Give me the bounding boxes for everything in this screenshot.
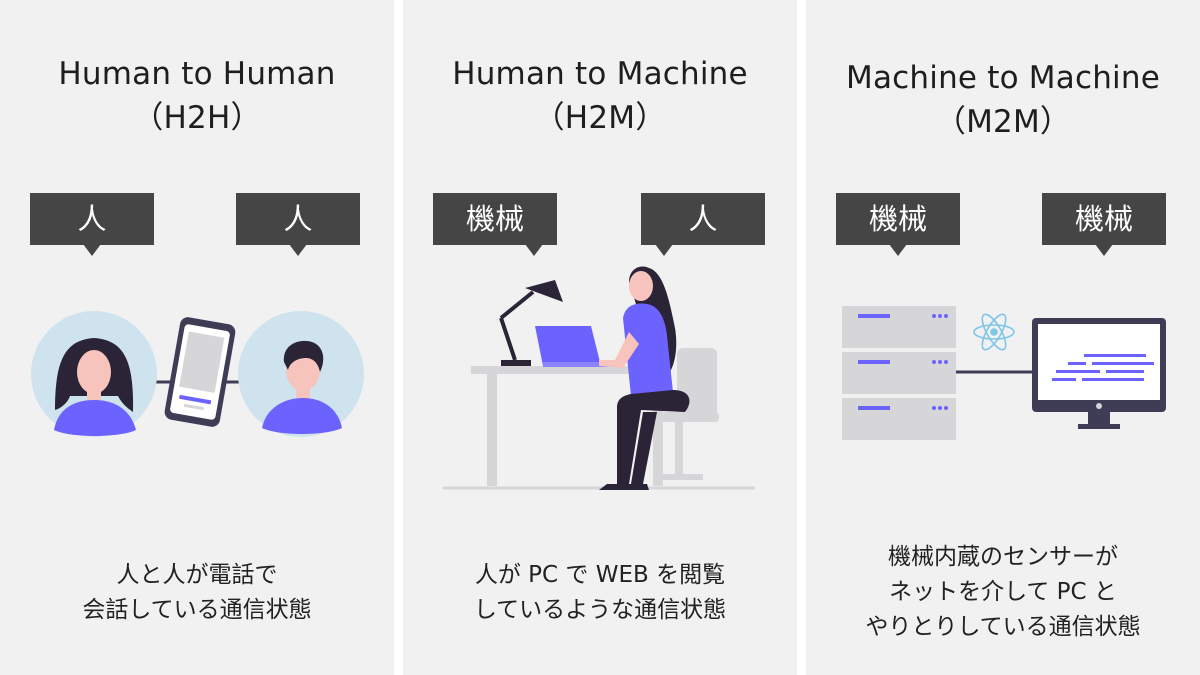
panel-title: Machine to Machine （M2M）: [806, 56, 1200, 144]
panel-title: Human to Human （H2H）: [0, 52, 394, 140]
panel-caption: 人と人が電話で 会話している通信状態: [0, 558, 394, 628]
panel-m2m: Machine to Machine （M2M） 機械 機械: [806, 0, 1200, 675]
caption-line: ネットを介して PC と: [889, 579, 1117, 605]
man-avatar-icon: [238, 311, 364, 437]
monitor-icon: [1032, 318, 1166, 429]
bubble-right: 人: [641, 193, 765, 256]
title-line2: （M2M）: [934, 104, 1072, 140]
caption-line: 人と人が電話で: [116, 562, 278, 588]
woman-avatar-icon: [31, 311, 157, 437]
server-rack-icon: [842, 306, 956, 440]
bubble-right: 人: [236, 193, 360, 256]
title-line1: Human to Human: [58, 56, 336, 92]
m2m-illustration: [842, 306, 1166, 440]
bubble-right: 機械: [1042, 193, 1166, 256]
panel-title: Human to Machine （H2M）: [403, 52, 797, 140]
h2h-illustration: [31, 311, 364, 437]
title-line2: （H2H）: [132, 100, 262, 136]
title-line1: Human to Machine: [452, 56, 748, 92]
caption-line: 会話している通信状態: [82, 597, 312, 623]
panel-h2h: Human to Human （H2H） 人 人: [0, 0, 394, 675]
bubble-left: 機械: [836, 193, 960, 256]
caption-line: しているような通信状態: [473, 597, 727, 623]
woman-at-desk-icon: [599, 266, 690, 490]
caption-line: 人が PC で WEB を閲覧: [474, 562, 726, 588]
laptop-icon: [535, 326, 615, 367]
caption-line: 機械内蔵のセンサーが: [888, 544, 1118, 570]
desk-lamp-icon: [499, 280, 563, 366]
smartphone-icon: [164, 317, 236, 427]
atom-icon: [973, 313, 1015, 351]
panel-h2m: Human to Machine （H2M） 機械 人: [403, 0, 797, 675]
bubble-left: 人: [30, 193, 154, 256]
title-line2: （H2M）: [533, 100, 667, 136]
panel-caption: 機械内蔵のセンサーが ネットを介して PC と やりとりしている通信状態: [806, 540, 1200, 645]
panel-caption: 人が PC で WEB を閲覧 しているような通信状態: [403, 558, 797, 628]
title-line1: Machine to Machine: [846, 60, 1160, 96]
caption-line: やりとりしている通信状態: [865, 614, 1141, 640]
h2m-illustration: [443, 266, 755, 490]
bubble-left: 機械: [433, 193, 557, 245]
desk-icon: [471, 366, 671, 486]
